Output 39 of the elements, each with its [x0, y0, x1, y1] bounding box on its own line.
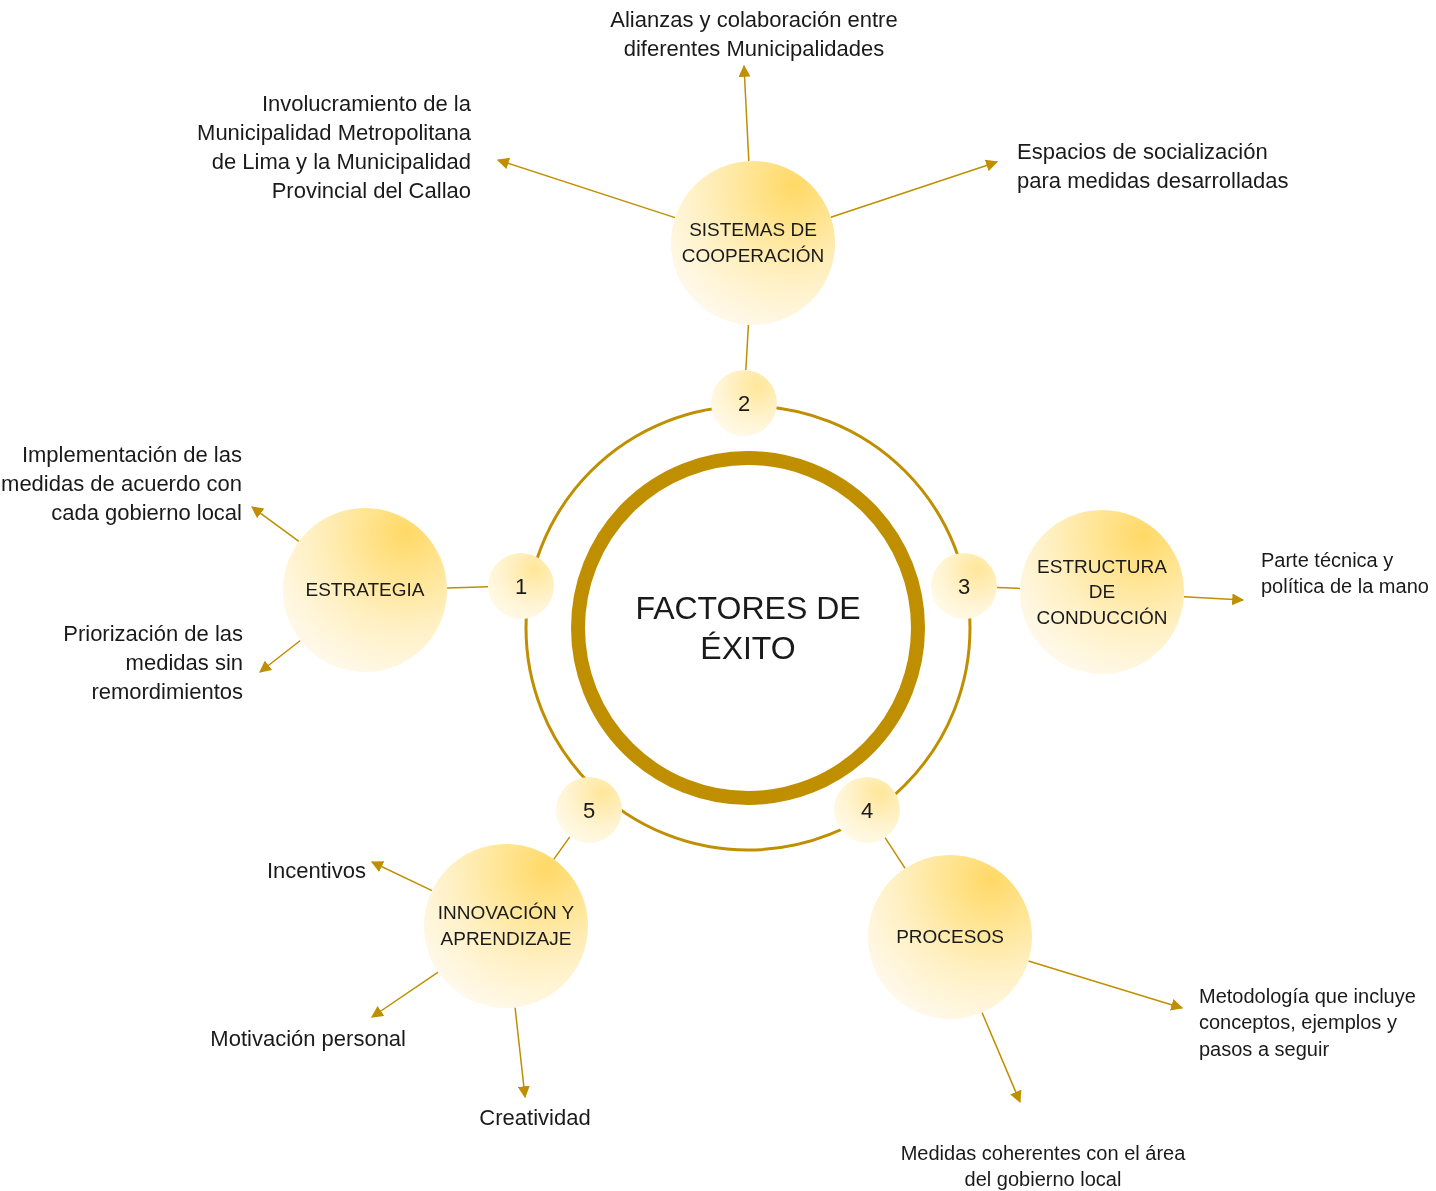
connector-line	[446, 586, 489, 589]
factor-note: Espacios de socialización para medidas desarrolladas	[1017, 137, 1317, 196]
factor-note: Motivación personal	[150, 1024, 406, 1054]
arrow	[371, 971, 439, 1018]
factor-note: Priorización de las medidas sin remordimientos	[2, 619, 243, 707]
connector-line	[884, 836, 906, 870]
arrow	[830, 159, 999, 218]
badge-number: 2	[737, 389, 751, 418]
arrow	[738, 64, 751, 162]
circle-label: SISTEMAS DE COOPERACIÓN	[680, 218, 826, 268]
factor-note: Involucramiento de la Municipalidad Metropolitana de Lima y la Municipalidad Provincial del Callao	[180, 89, 471, 206]
connector-line	[996, 586, 1021, 590]
arrow	[514, 1006, 530, 1099]
arrow	[981, 1011, 1022, 1104]
badge-number: 5	[582, 796, 596, 825]
arrow	[251, 506, 300, 543]
factor-note: Incentivos	[236, 856, 366, 886]
badge-number: 1	[514, 572, 528, 601]
arrow	[1183, 593, 1245, 606]
circle-label: INNOVACIÓN Y APRENDIZAJE	[436, 901, 576, 951]
factor-note: Metodología que incluye conceptos, ejemplos y pasos a seguir	[1199, 983, 1419, 1063]
factor-note: Creatividad	[460, 1103, 610, 1133]
circle-label: ESTRATEGIA	[304, 578, 426, 603]
circle-label: PROCESOS	[895, 925, 1005, 950]
badge-number: 3	[957, 572, 971, 601]
circle-label: ESTRUCTURA DE CONDUCCIÓN	[1035, 554, 1169, 630]
arrow	[1027, 960, 1184, 1011]
factor-note: Medidas coherentes con el área del gobierno local	[893, 1140, 1193, 1191]
factor-note: Alianzas y colaboración entre diferentes Municipalidades	[564, 5, 944, 64]
connector-line	[552, 836, 571, 861]
badge-number: 4	[860, 796, 874, 825]
arrow	[496, 157, 676, 219]
arrow	[370, 861, 433, 892]
factor-note: Implementación de las medidas de acuerdo con cada gobierno local	[1, 440, 242, 528]
factor-note: Parte técnica y política de la mano	[1261, 547, 1431, 600]
connector-line	[745, 324, 750, 371]
arrow	[259, 639, 302, 673]
number-badge	[834, 777, 900, 843]
ring-title: FACTORES DE ÉXITO	[634, 589, 862, 668]
